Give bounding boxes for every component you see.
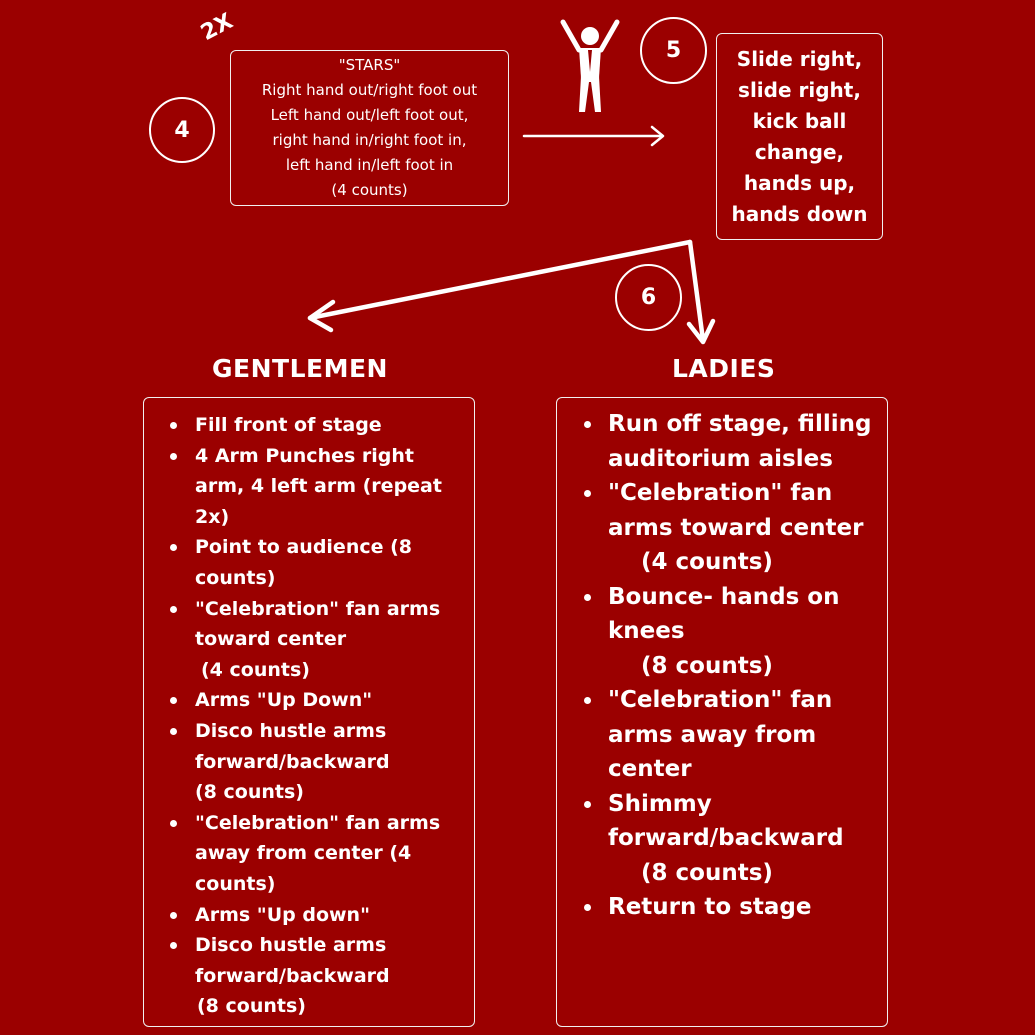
step-5-number: 5	[665, 38, 682, 63]
list-item: Disco hustle arms forward/backward (8 cou…	[170, 716, 460, 808]
list-item: "Celebration" fan arms toward center (4 c…	[584, 476, 877, 580]
step-5-line: hands up,	[743, 170, 856, 195]
list-item: Bounce- hands on knees (8 counts)	[584, 580, 877, 684]
dancer-figure-icon	[560, 19, 620, 112]
gentlemen-list-box: Fill front of stage 4 Arm Punches right …	[143, 397, 475, 1027]
list-item-text: "Celebration" fan arms toward center	[608, 480, 864, 541]
list-item-text: Shimmy forward/backward	[608, 790, 844, 852]
list-item: 4 Arm Punches right arm, 4 left arm (rep…	[170, 441, 460, 533]
list-item-text: Run off stage, filling auditorium aisles	[608, 411, 872, 472]
list-item: Run off stage, filling auditorium aisles	[584, 407, 877, 476]
step-4-box: "STARS" Right hand out/right foot out Le…	[230, 50, 509, 206]
step-5-line: slide right,	[738, 77, 861, 102]
step-5-line: Slide right,	[736, 46, 863, 71]
list-item-text: Disco hustle arms forward/backward	[195, 934, 390, 987]
list-item-text: Arms "Up down"	[195, 903, 370, 926]
step-5-circle: 5	[640, 17, 707, 84]
count-note: (4 counts)	[641, 549, 773, 575]
step-4-line: left hand in/left foot in	[285, 156, 454, 174]
list-item-text: "Celebration" fan arms away from center	[608, 687, 833, 782]
step-4-line: Left hand out/left foot out,	[270, 106, 469, 124]
step-4-circle: 4	[149, 97, 215, 163]
step-6-circle: 6	[615, 264, 682, 331]
list-item-text: "Celebration" fan arms toward center	[195, 597, 441, 651]
step-5-line: kick ball	[752, 108, 847, 133]
list-item-text: Disco hustle arms forward/backward	[195, 719, 390, 773]
list-item-text: 4 Arm Punches right arm, 4 left arm (rep…	[195, 444, 442, 528]
step-5-line: hands down	[731, 201, 868, 226]
list-item: Point to audience (8 counts)	[170, 532, 460, 593]
count-note: (8 counts)	[641, 859, 773, 886]
list-item: Arms "Up down"	[170, 900, 460, 931]
step-4-line: Right hand out/right foot out	[261, 81, 478, 99]
ladies-heading: LADIES	[672, 354, 776, 383]
split-arrows-icon	[307, 239, 716, 345]
arrow-right-icon	[522, 125, 665, 147]
list-item-text: Arms "Up Down"	[195, 689, 373, 712]
list-item-text: Bounce- hands on knees	[608, 583, 840, 645]
step-4-line: right hand in/right foot in,	[272, 131, 467, 149]
list-item-text: "Celebration" fan arms away from center …	[195, 811, 441, 895]
list-item: "Celebration" fan arms away from center …	[170, 808, 460, 900]
count-note: (4 counts)	[201, 658, 310, 681]
step-5-line: change,	[754, 139, 845, 164]
list-item: Arms "Up Down"	[170, 685, 460, 716]
step-4-line: "STARS"	[338, 56, 401, 74]
list-item: Return to stage	[584, 890, 877, 925]
list-item: "Celebration" fan arms away from center	[584, 683, 877, 787]
step-4-number: 4	[174, 117, 190, 143]
list-item: Disco hustle arms forward/backward (8 cou…	[170, 930, 460, 1022]
list-item-text: Point to audience (8 counts)	[195, 536, 413, 589]
count-note: (8 counts)	[641, 652, 773, 679]
list-item-text: Return to stage	[608, 894, 812, 920]
count-note: (8 counts)	[195, 781, 304, 804]
gentlemen-heading: GENTLEMEN	[212, 354, 388, 383]
list-item-text: Fill front of stage	[195, 414, 382, 436]
step-5-box: Slide right, slide right, kick ball chan…	[716, 33, 883, 240]
step-4-line: (4 counts)	[331, 181, 408, 199]
list-item: Fill front of stage	[170, 410, 460, 441]
ladies-list-box: Run off stage, filling auditorium aisles…	[556, 397, 888, 1027]
list-item: Shimmy forward/backward (8 counts)	[584, 787, 877, 891]
count-note: (8 counts)	[197, 995, 306, 1018]
step-6-number: 6	[640, 285, 657, 310]
list-item: "Celebration" fan arms toward center (4 c…	[170, 594, 460, 686]
repeat-note: 2X	[197, 8, 238, 47]
